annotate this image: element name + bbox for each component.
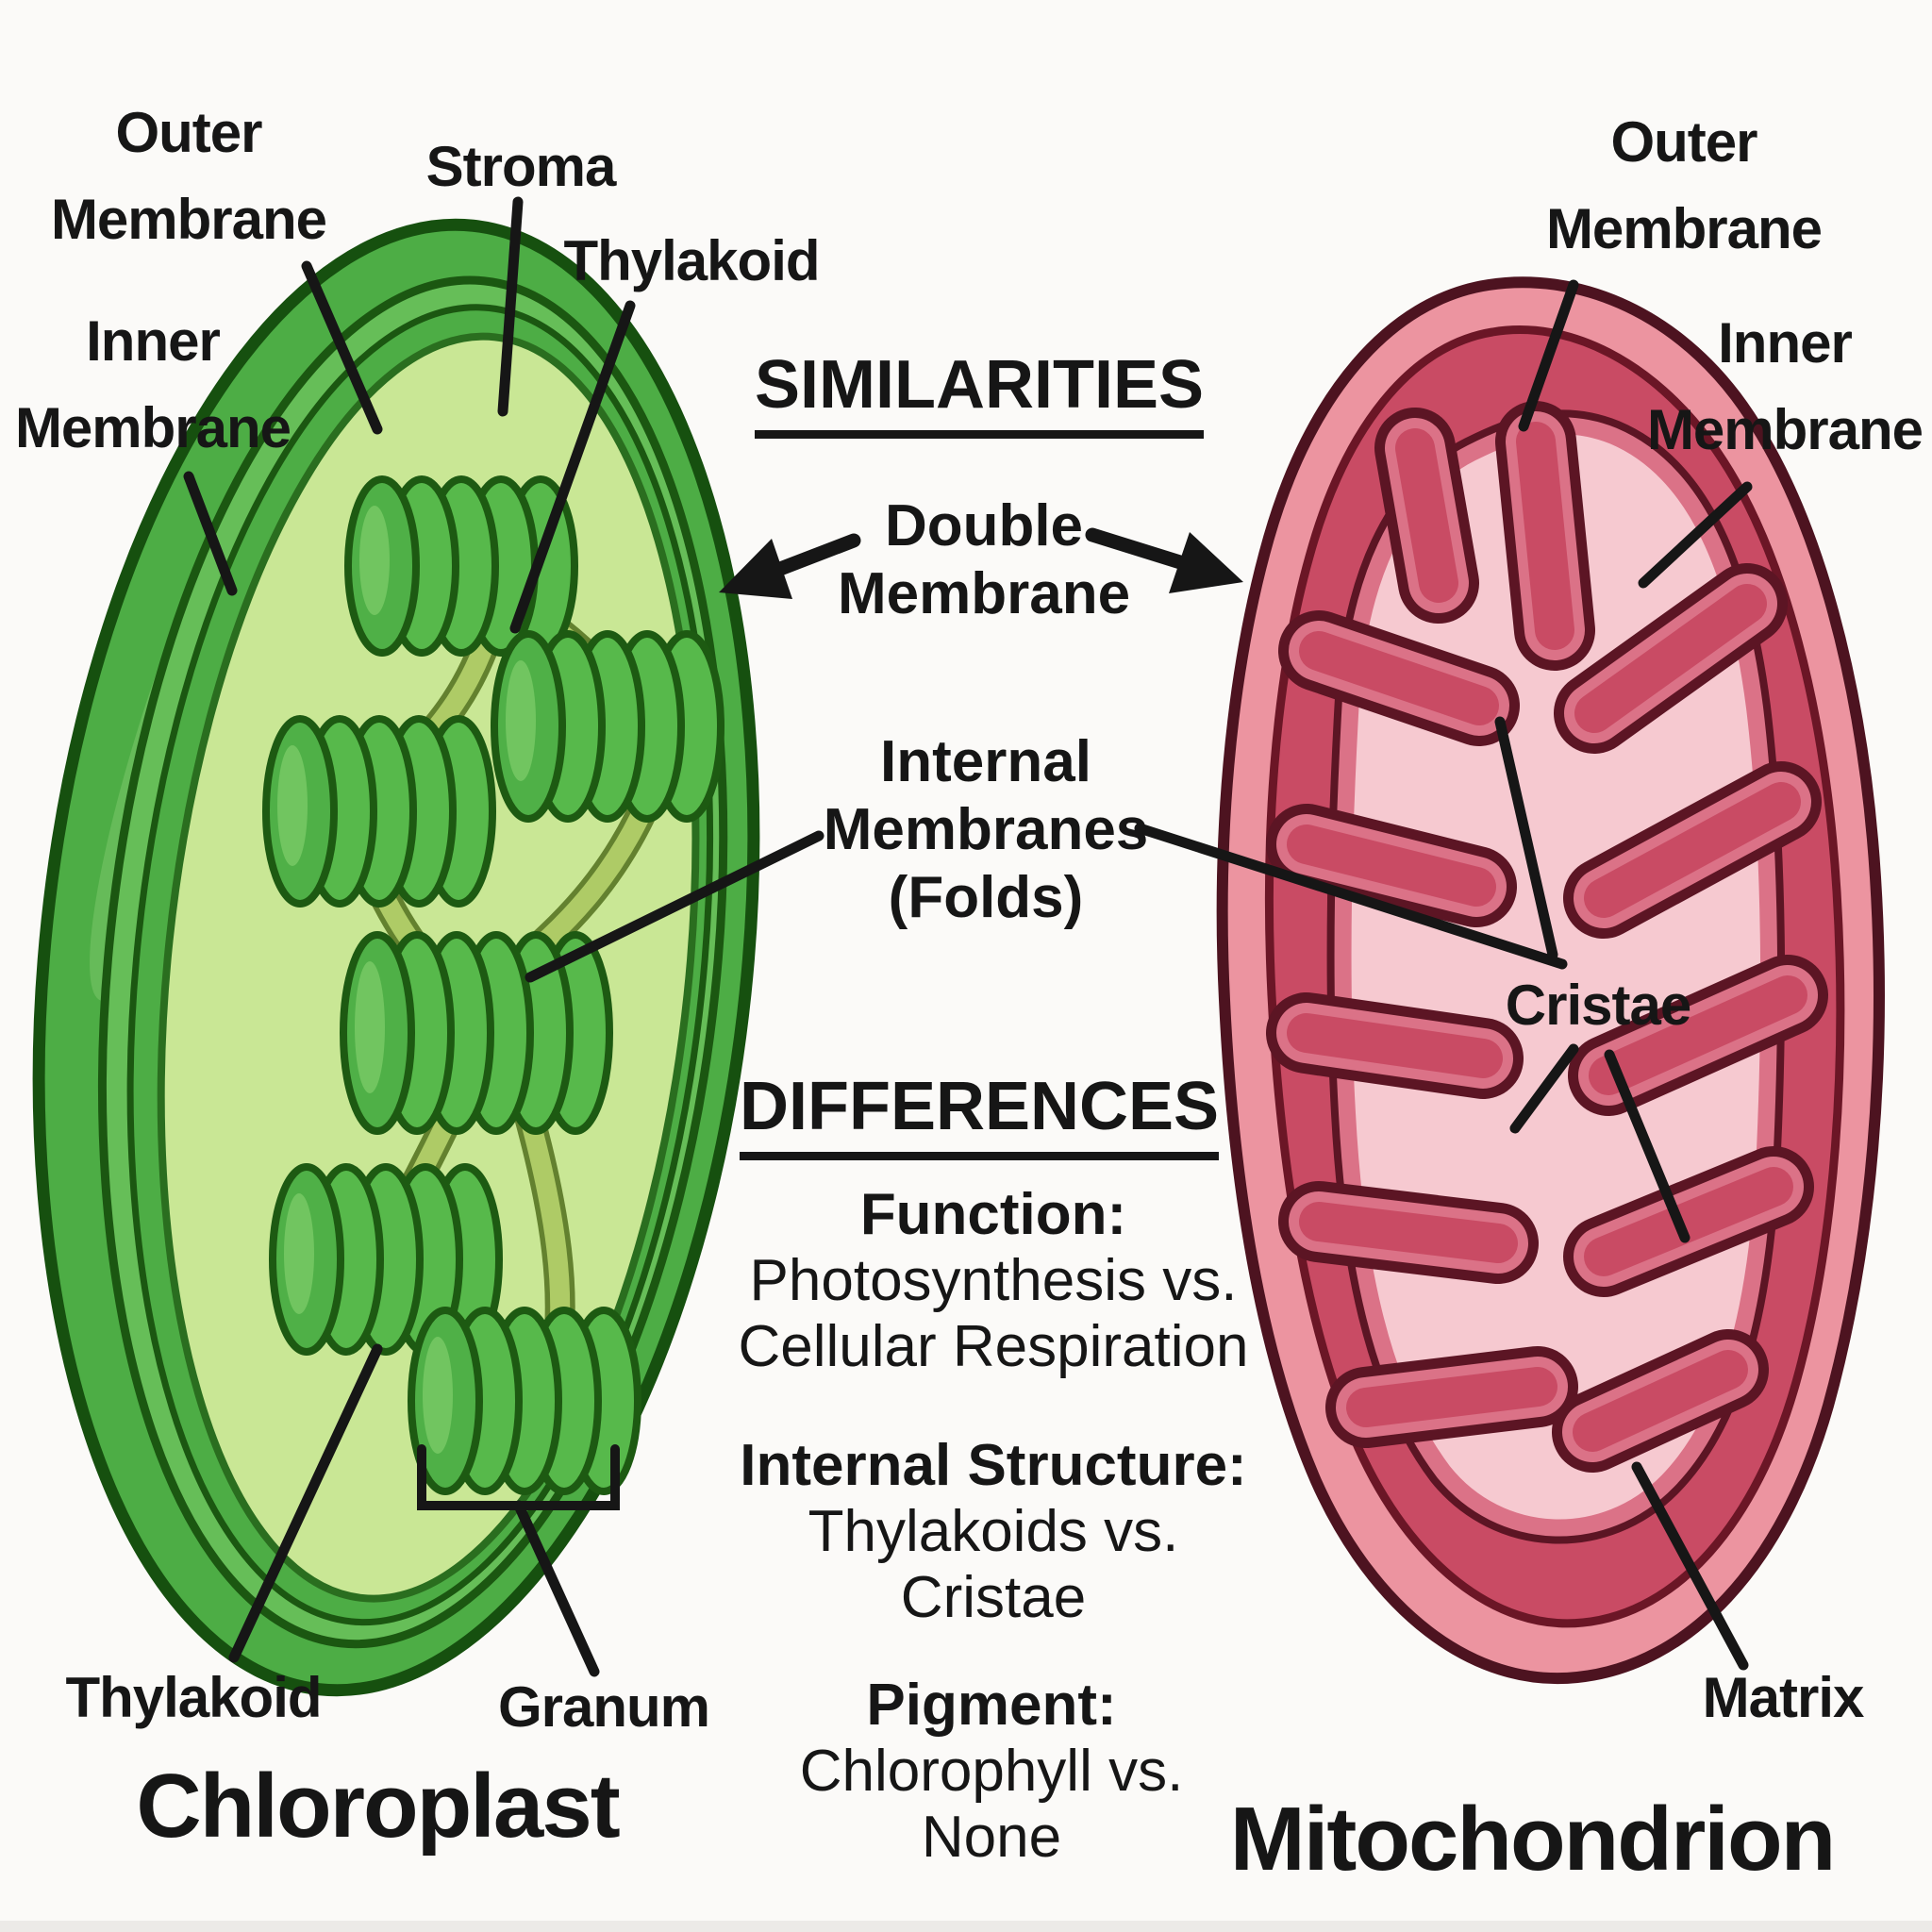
double-membrane-arrows [719, 527, 1243, 599]
crista-fold-core [1299, 1202, 1518, 1263]
heading-text: DIFFERENCES [739, 1069, 1220, 1160]
grana-stacks [262, 475, 724, 1495]
label-line: Inner [1718, 311, 1853, 375]
leader-lines [183, 196, 1753, 1677]
label-stroma: Stroma [425, 135, 617, 198]
heading-text: SIMILARITIES [754, 347, 1205, 439]
similarity-double-membrane: Double Membrane [838, 492, 1130, 628]
granum-stack [340, 931, 613, 1135]
chloroplast-title: Chloroplast [136, 1756, 620, 1857]
thylakoid-disc-highlight [284, 1193, 314, 1314]
label-line: Inner [86, 309, 221, 373]
leader-chloroplast-inner-membrane [183, 471, 238, 596]
similarity-line: Internal [880, 729, 1091, 794]
arrow-right-icon [1085, 527, 1243, 593]
difference-line: Photosynthesis vs. [749, 1248, 1238, 1313]
crista-fold-core [1584, 1167, 1793, 1276]
difference-line: Cellular Respiration [738, 1314, 1249, 1379]
label-matrix: Matrix [1702, 1666, 1865, 1729]
leader-mitochondrion-outer-membrane [1518, 279, 1579, 432]
leader-cristae-up [1494, 716, 1558, 960]
granum-stack [408, 1307, 641, 1495]
thylakoid-disc-highlight [355, 961, 385, 1093]
label-chloroplast-inner-membrane: Inner Membrane [15, 298, 291, 472]
difference-line: Chlorophyll vs. [799, 1739, 1184, 1804]
similarity-line: Membranes [823, 797, 1149, 862]
difference-line: Cristae [900, 1565, 1087, 1630]
crista-fold-core [1287, 824, 1496, 907]
thylakoid-disc-highlight [423, 1337, 453, 1454]
similarity-internal-membranes: Internal Membranes (Folds) [824, 728, 1149, 932]
arrow-left-icon [719, 533, 861, 599]
differences-heading: DIFFERENCES [739, 1068, 1220, 1160]
crista-fold-core [1299, 631, 1499, 725]
difference-label: Pigment: [866, 1673, 1117, 1738]
granum-stack [269, 1163, 503, 1356]
leader-thylakoid-bottom [228, 1343, 383, 1663]
crista-fold-core [1573, 1350, 1748, 1452]
crista-fold-core [1287, 1013, 1503, 1078]
label-line: Membrane [1545, 197, 1823, 260]
label-line: Outer [1610, 110, 1757, 174]
label-line: Outer [115, 101, 262, 164]
label-line: Membrane [50, 188, 327, 251]
granum-stack [491, 630, 724, 823]
scan-edge-artifact [0, 1921, 1932, 1932]
leader-internal-membranes-left [525, 830, 824, 983]
crista-fold-core [1574, 584, 1767, 733]
crista-fold-core [1584, 782, 1801, 918]
similarities-heading: SIMILARITIES [754, 346, 1205, 439]
difference-label: Internal Structure: [740, 1433, 1247, 1498]
label-line: Membrane [14, 396, 291, 459]
leader-stroma [497, 196, 524, 417]
leader-internal-membranes-right [1134, 823, 1568, 970]
similarity-line: (Folds) [888, 865, 1084, 930]
similarity-line: Membrane [837, 561, 1131, 626]
leader-matrix [1631, 1461, 1749, 1671]
leader-cristae-down-left [1509, 1043, 1579, 1134]
leader-mitochondrion-inner-membrane [1638, 481, 1753, 589]
label-line: Membrane [1646, 398, 1924, 461]
difference-line: Thylakoids vs. [808, 1499, 1179, 1564]
crista-fold-core [1395, 428, 1458, 603]
label-mitochondrion-inner-membrane: Inner Membrane [1646, 300, 1924, 474]
granum-bracket [417, 1444, 620, 1510]
label-thylakoid-top: Thylakoid [563, 229, 820, 292]
label-chloroplast-outer-membrane: Outer Membrane [50, 90, 327, 263]
crista-fold-core [1346, 1367, 1557, 1427]
leader-thylakoid-top [509, 300, 636, 634]
label-cristae: Cristae [1505, 974, 1691, 1037]
leader-chloroplast-outer-membrane [301, 260, 383, 435]
leader-granum [513, 1500, 600, 1677]
leader-cristae-down-right [1604, 1049, 1690, 1243]
thylakoid-disc-highlight [359, 506, 390, 615]
thylakoid-disc-highlight [506, 660, 536, 781]
difference-internal-structure: Internal Structure: Thylakoids vs. Crist… [740, 1433, 1246, 1631]
thylakoid-disc-highlight [277, 745, 308, 866]
difference-function: Function: Photosynthesis vs. Cellular Re… [738, 1182, 1248, 1380]
crista-fold-core [1589, 975, 1807, 1095]
difference-line: None [921, 1805, 1062, 1870]
mitochondrion-title: Mitochondrion [1229, 1789, 1837, 1890]
label-thylakoid-bottom: Thylakoid [65, 1666, 322, 1729]
difference-pigment: Pigment: Chlorophyll vs. None [800, 1673, 1184, 1871]
difference-label: Function: [859, 1182, 1127, 1247]
label-mitochondrion-outer-membrane: Outer Membrane [1545, 99, 1823, 273]
cristae-folds [1266, 401, 1828, 1473]
label-granum: Granum [497, 1675, 710, 1739]
mitochondrion-illustration [1216, 276, 1885, 1685]
granum-stack [262, 715, 496, 908]
crista-fold-core [1516, 422, 1574, 650]
similarity-line: Double [884, 493, 1084, 558]
